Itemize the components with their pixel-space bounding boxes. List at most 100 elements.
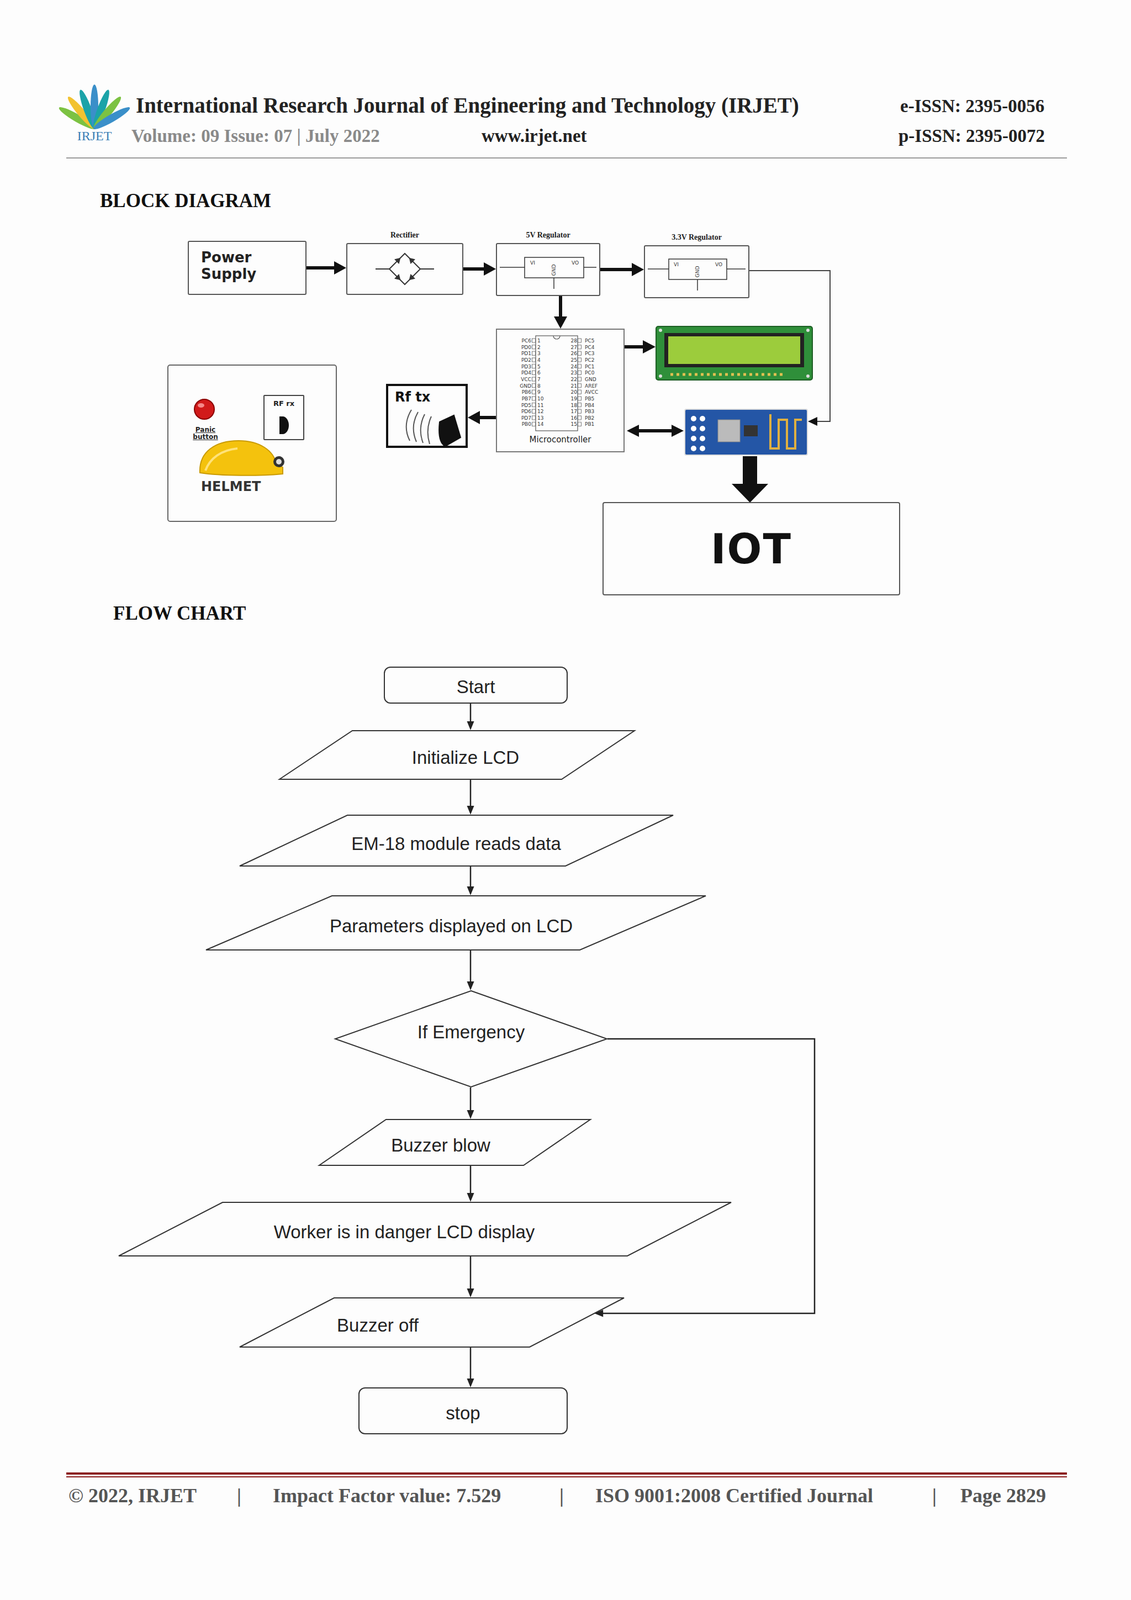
node-text: Worker is in danger LCD display xyxy=(273,1221,536,1243)
arrow-head xyxy=(631,262,644,277)
pin-name: PD3 xyxy=(521,363,532,370)
power-supply-box: Power Supply xyxy=(187,240,307,295)
node-text: 5V Regulator xyxy=(525,230,570,240)
pin-name: PC3 xyxy=(584,350,595,357)
connector-line xyxy=(602,1038,815,1314)
pin-number: 4 xyxy=(537,357,541,363)
pin-name: PB7 xyxy=(521,395,532,402)
pin-name: VO xyxy=(571,260,579,266)
node-text: Buzzer off xyxy=(336,1314,419,1336)
pin-name: PB4 xyxy=(584,402,595,409)
connector-line xyxy=(600,267,633,272)
node-text: stop xyxy=(445,1402,480,1424)
microcontroller-box: Microcontroller xyxy=(495,328,625,453)
pin-name: PB2 xyxy=(584,415,595,421)
connector-arrow xyxy=(467,1165,475,1202)
header-rule xyxy=(66,157,1067,159)
node-text: Rf tx xyxy=(394,389,431,405)
logo-text: IRJET xyxy=(77,128,113,144)
chip-symbol xyxy=(531,335,582,431)
connector-arrow xyxy=(553,296,568,329)
pin-number: 11 xyxy=(537,402,544,409)
connector-line xyxy=(469,703,472,722)
pin-number: 28 xyxy=(571,337,578,344)
connector-arrow xyxy=(467,1347,475,1388)
pin-number: 17 xyxy=(571,408,578,415)
pin-number: 14 xyxy=(537,421,544,427)
connector-line xyxy=(469,866,472,887)
connector-line xyxy=(469,950,472,982)
node-text: If Emergency xyxy=(417,1021,525,1043)
io-parallelogram: EM-18 module reads data xyxy=(239,814,674,867)
node-text: HELMET xyxy=(201,478,261,495)
pin-name: GND xyxy=(584,376,597,383)
terminal-box: Start xyxy=(383,666,568,704)
node-text: RF rx xyxy=(264,399,304,408)
connector-line xyxy=(558,296,563,317)
io-parallelogram: Buzzer off xyxy=(239,1297,625,1348)
pin-number: 25 xyxy=(571,357,578,363)
connector-line xyxy=(479,415,496,420)
arrow-head xyxy=(467,1192,475,1202)
footer-separator: | xyxy=(236,1483,242,1508)
pin-number: 2 xyxy=(537,344,541,351)
pin-name: PC0 xyxy=(584,370,595,376)
pin-number: 13 xyxy=(537,415,544,421)
pin-name: VCC xyxy=(520,376,532,383)
node-text: Buzzer blow xyxy=(390,1134,491,1156)
journal-logo xyxy=(56,84,132,132)
footer-separator: | xyxy=(559,1483,564,1508)
io-parallelogram: Worker is in danger LCD display xyxy=(118,1201,732,1257)
wire-arrows xyxy=(624,270,831,503)
connector-arrow xyxy=(467,1087,475,1119)
regulator-symbol xyxy=(499,257,746,291)
pin-name: PB1 xyxy=(584,421,595,427)
footer-separator: | xyxy=(932,1483,937,1508)
pin-name: PC5 xyxy=(584,337,595,344)
section-heading: FLOW CHART xyxy=(113,602,246,625)
pin-number: 26 xyxy=(571,350,578,357)
pin-number: 23 xyxy=(571,370,578,376)
issue-info: Volume: 09 Issue: 07 | July 2022 xyxy=(131,125,380,147)
pin-name: PD7 xyxy=(521,415,532,421)
decision-diamond: If Emergency xyxy=(334,990,608,1088)
pin-name: GND xyxy=(519,383,532,389)
arrow-head xyxy=(334,261,347,275)
pin-name: VO xyxy=(715,261,723,268)
pin-number: 21 xyxy=(571,383,578,389)
pin-number: 3 xyxy=(537,350,541,357)
connector-line xyxy=(469,1165,472,1194)
pin-number: 15 xyxy=(571,421,578,427)
connector-arrow xyxy=(463,262,496,276)
connector-arrow xyxy=(467,950,475,991)
shape-outline xyxy=(205,895,706,950)
rf-transmitter-box: Rf tx xyxy=(386,383,468,448)
arrow-head xyxy=(467,1110,475,1119)
pin-name: PB3 xyxy=(584,408,595,415)
connector-line xyxy=(306,266,335,270)
node-text: Initialize LCD xyxy=(411,747,520,769)
shape-outline xyxy=(239,815,674,866)
io-parallelogram: Initialize LCD xyxy=(278,730,636,780)
node-text: Panic button xyxy=(189,426,222,441)
arrow-head xyxy=(467,721,475,731)
bridge-rectifier-symbol xyxy=(375,253,435,285)
shape-outline xyxy=(279,730,635,780)
io-parallelogram: Buzzer blow xyxy=(318,1118,591,1166)
pin-number: 9 xyxy=(537,389,541,395)
pin-name: PD1 xyxy=(521,350,532,357)
connector-arrow xyxy=(600,262,644,277)
rectifier-box: Rectifier xyxy=(346,242,464,295)
arrow-head xyxy=(467,410,480,425)
connector-arrow xyxy=(467,1256,475,1298)
footer-text: Page 2829 xyxy=(960,1483,1046,1508)
pin-number: 5 xyxy=(537,363,541,370)
pin-number: 24 xyxy=(571,363,578,370)
pin-number: 1 xyxy=(537,337,541,344)
pin-number: 20 xyxy=(571,389,578,395)
pin-name: PD0 xyxy=(521,344,532,351)
pin-number: 8 xyxy=(537,383,541,389)
arrow-head xyxy=(467,886,475,896)
pin-number: 7 xyxy=(537,376,541,383)
